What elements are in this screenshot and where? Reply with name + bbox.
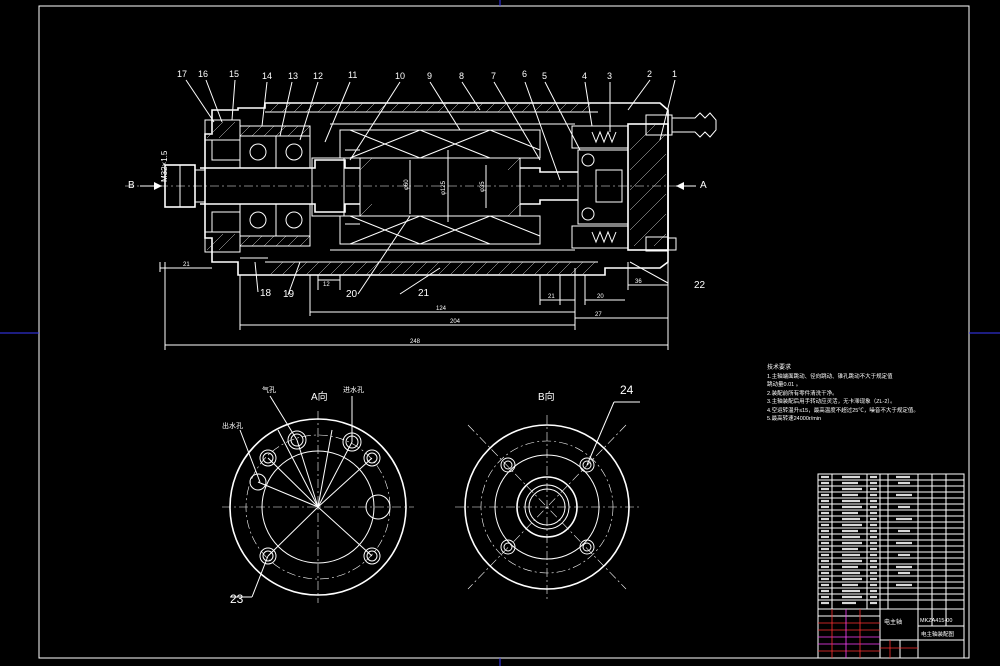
drawing-name: 电主轴	[884, 620, 903, 626]
rotor	[359, 157, 521, 217]
part-label: 3	[607, 71, 613, 81]
part-label: 13	[288, 71, 299, 81]
dim-value: 21	[183, 262, 190, 268]
part-label: 24	[620, 383, 634, 397]
view-arrow-b	[140, 182, 162, 190]
parts-list-table	[817, 473, 965, 610]
dim-value: 248	[410, 339, 421, 345]
part-label: 19	[283, 289, 295, 300]
note-line: 跳动量0.01 。	[767, 382, 802, 388]
drawing-number: MKZA415-00	[920, 618, 953, 624]
view-a-title: A向	[311, 392, 328, 403]
technical-requirements: 技术要求 1.主轴端面跳动、径向跳动、锥孔跳动不大于规定值 跳动量0.01 。 …	[767, 364, 937, 424]
part-label: 16	[198, 69, 209, 79]
dimension-lines	[159, 262, 669, 350]
dim-value: 36	[635, 279, 642, 285]
note-line: 1.主轴端面跳动、径向跳动、锥孔跳动不大于规定值	[767, 373, 893, 380]
dim-value: 21	[548, 294, 555, 300]
part-label: 22	[694, 280, 706, 291]
dim-value: 124	[436, 306, 447, 312]
part-label: 4	[582, 71, 588, 81]
drawing-subtitle: 电主轴装配图	[921, 632, 955, 638]
part-label: 11	[348, 70, 358, 80]
part-label: 5	[542, 71, 548, 81]
air-fitting-nozzle	[671, 112, 717, 138]
note-line: 5.最高转速24000r/min	[767, 416, 822, 422]
air-hole-label: 气孔	[262, 387, 276, 394]
front-cap	[204, 119, 241, 253]
part-label: 7	[491, 71, 497, 81]
main-shaft	[200, 159, 578, 213]
dim-value: 27	[595, 312, 602, 318]
spindle-section-view	[125, 79, 717, 296]
view-b-arrow-label: B	[128, 180, 135, 191]
view-a-flange	[222, 395, 414, 603]
part-label: 1	[672, 69, 678, 79]
housing-hatch-bottom	[269, 261, 596, 276]
dim-value: 12	[323, 282, 330, 288]
dim-value: 20	[597, 294, 604, 300]
view-b-title: B向	[538, 392, 555, 403]
thread-label: M32×1.5	[160, 150, 169, 182]
title-block	[817, 608, 965, 659]
notes-title: 技术要求	[767, 365, 792, 371]
part-label: 2	[647, 69, 653, 79]
dim-value: φ60	[404, 179, 410, 190]
part-label: 8	[459, 71, 465, 81]
part-label: 21	[418, 288, 430, 299]
part-label: 9	[427, 71, 433, 81]
note-line: 3.主轴装配后用手转动应灵活，无卡滞现象（ZL-2）。	[767, 399, 896, 405]
part-label: 12	[313, 71, 324, 81]
part-label: 17	[177, 69, 188, 79]
view-b-flange	[455, 401, 640, 599]
part-label: 14	[262, 71, 273, 81]
water-out-label: 出水孔	[222, 423, 243, 430]
housing-outline	[204, 102, 669, 276]
part-label: 18	[260, 288, 272, 299]
note-line: 2.装配前所有零件清洗干净。	[767, 390, 838, 397]
dim-value: 204	[450, 319, 461, 325]
part-label: 15	[229, 69, 240, 79]
water-in-label: 进水孔	[343, 387, 364, 394]
part-label: 23	[230, 592, 244, 606]
part-leaders-top	[185, 79, 676, 181]
note-line: 4.空运转温升≤15，最高温度不超过25℃，噪音不大于规定值。	[767, 407, 919, 414]
dim-value: φ35	[480, 181, 486, 192]
part-label: 10	[395, 71, 406, 81]
part-label: 6	[522, 69, 528, 79]
view-arrow-a	[676, 182, 696, 190]
view-a-arrow-label: A	[700, 180, 707, 191]
dim-value: φ125	[441, 181, 447, 195]
part-label: 20	[346, 289, 358, 300]
part-leaders-bottom	[254, 215, 669, 296]
